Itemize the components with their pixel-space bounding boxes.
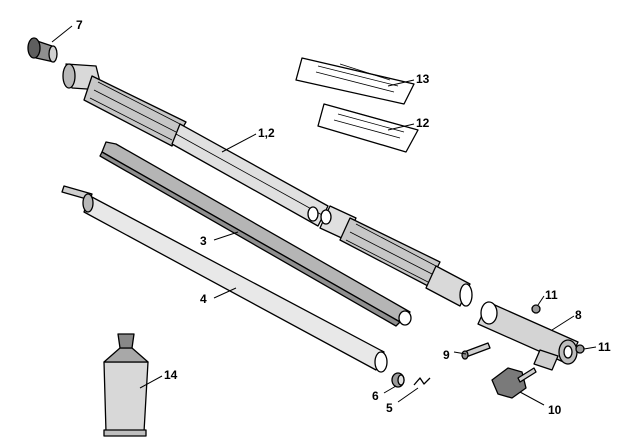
callout-4: 4 bbox=[200, 292, 207, 306]
square-rod bbox=[99, 141, 412, 327]
callout-14: 14 bbox=[164, 368, 178, 382]
callout-5: 5 bbox=[386, 401, 393, 415]
leader-lines bbox=[51, 25, 597, 406]
grease-tube bbox=[103, 333, 149, 437]
bushing bbox=[391, 372, 405, 388]
screw bbox=[461, 342, 491, 360]
sticker-12 bbox=[317, 103, 419, 153]
callout-7: 7 bbox=[76, 18, 83, 32]
nut-right bbox=[575, 344, 585, 354]
callout-1-2: 1,2 bbox=[258, 126, 275, 140]
callout-12: 12 bbox=[416, 116, 430, 130]
drive-shaft bbox=[61, 185, 388, 373]
wing-knob bbox=[491, 367, 537, 399]
callout-11-right: 11 bbox=[598, 340, 611, 354]
callout-8: 8 bbox=[575, 308, 582, 322]
sticker-13 bbox=[295, 57, 415, 105]
callout-6: 6 bbox=[372, 389, 379, 403]
drive-tube-lower bbox=[319, 205, 473, 307]
nut-upper bbox=[531, 304, 541, 314]
end-cap bbox=[27, 37, 58, 63]
callout-11-upper: 11 bbox=[545, 288, 558, 302]
callout-10: 10 bbox=[548, 403, 562, 417]
callout-3: 3 bbox=[200, 234, 207, 248]
drive-tube-upper bbox=[62, 63, 329, 227]
callout-13: 13 bbox=[416, 72, 430, 86]
clamp-housing bbox=[477, 301, 579, 371]
callout-9: 9 bbox=[443, 348, 450, 362]
spring-clip bbox=[413, 377, 431, 386]
